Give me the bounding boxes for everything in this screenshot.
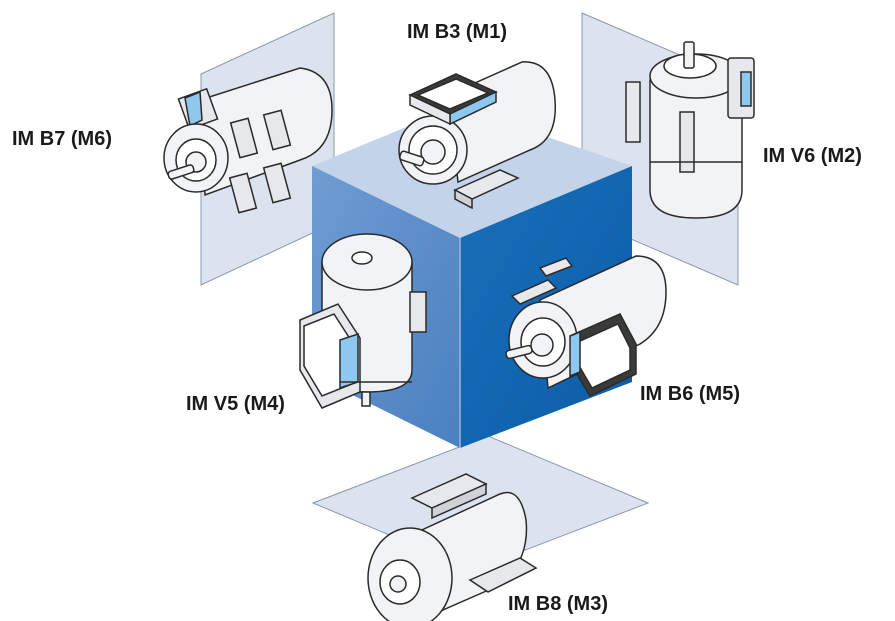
motor-b7-icon [163,67,333,214]
label-im-b8: IM B8 (M3) [508,593,608,615]
motor-v5-icon [299,233,427,409]
motor-b8-icon [367,473,538,621]
motor-v6-icon [625,41,755,219]
motor-b3-icon [398,61,557,210]
motor-b6-icon [505,255,667,397]
label-im-v6: IM V6 (M2) [763,145,862,167]
label-im-b6: IM B6 (M5) [640,383,740,405]
label-im-v5: IM V5 (M4) [186,393,285,415]
label-im-b7: IM B7 (M6) [12,128,112,150]
label-im-b3: IM B3 (M1) [407,21,507,43]
